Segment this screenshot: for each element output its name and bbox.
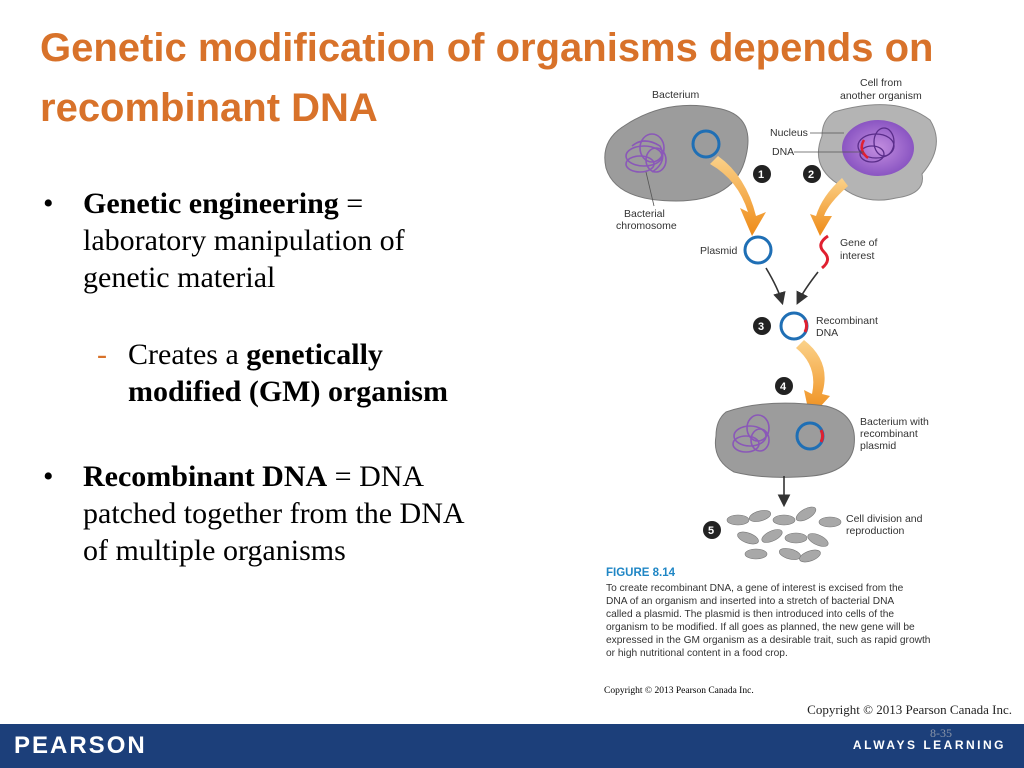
bullet-definition: = laboratory manipulation of genetic mat… — [83, 187, 405, 294]
step-1-badge — [753, 165, 771, 183]
label-bacterium: Bacterium — [652, 89, 700, 101]
always-learning-tagline: ALWAYS LEARNING — [852, 738, 1006, 752]
figure-recombinant-dna: Bacterium Cell from another organism Bac… — [596, 76, 1010, 702]
step-4-number: 4 — [780, 381, 787, 393]
label-nucleus: Nucleus — [770, 127, 808, 139]
plasmid — [743, 235, 773, 265]
label-bacterial: Bacterial — [624, 208, 665, 220]
caption-line-5: expressed in the GM organism as a desira… — [606, 635, 930, 646]
label-recombinant-dna: DNA — [816, 327, 838, 339]
step-4-badge — [775, 377, 793, 395]
label-chromosome: chromosome — [616, 220, 677, 232]
step-2-badge — [803, 165, 821, 183]
arrow-gene-to-recombinant — [796, 271, 819, 305]
label-bacterium-with: Bacterium with — [860, 416, 929, 428]
label-plasmid-2: plasmid — [860, 440, 896, 452]
label-recombinant: Recombinant — [816, 315, 878, 327]
label-gene-of: Gene of — [840, 237, 877, 249]
figure-caption-heading: FIGURE 8.14 — [606, 567, 676, 579]
slide-title: Genetic modification of organisms depend… — [40, 26, 934, 130]
transformed-bacterium — [714, 402, 855, 478]
slide-number: 8-35 — [930, 726, 952, 740]
caption-line-4: organism to be modified. If all goes as … — [606, 622, 915, 633]
gene-segment — [860, 139, 869, 159]
arrow-plasmid-to-recombinant — [765, 267, 786, 306]
step-5-number: 5 — [708, 525, 714, 537]
bacterium-cell — [604, 104, 749, 202]
step-1-number: 1 — [758, 169, 764, 181]
bullet-term: Recombinant DNA — [83, 460, 328, 493]
plasmid-in-bacterium — [691, 129, 721, 159]
bullet-dot: • — [43, 460, 54, 493]
label-cell-division: Cell division and — [846, 513, 923, 525]
arrow-step-1 — [710, 156, 766, 236]
caption-line-3: called a plasmid. The plasmid is then in… — [606, 609, 894, 620]
label-plasmid: Plasmid — [700, 245, 738, 257]
step-2-number: 2 — [808, 169, 814, 181]
dividing-bacteria — [726, 506, 842, 563]
caption-line-2: DNA of an organism and inserted into a s… — [606, 596, 894, 607]
bullet-definition: = DNA patched together from the DNA of m… — [83, 460, 463, 567]
bullet-genetic-engineering: • Genetic engineering = laboratory manip… — [40, 185, 480, 296]
bullet-recombinant-dna: • Recombinant DNA = DNA patched together… — [40, 458, 480, 569]
transformed-chromosome — [732, 414, 770, 453]
recombinant-gene-insert — [803, 319, 808, 333]
sub-bullet-gm-organism: - Creates a genetically modified (GM) or… — [40, 336, 480, 410]
label-interest: interest — [840, 250, 875, 262]
bullet-term: Genetic engineering — [83, 187, 339, 220]
copyright-notice: Copyright © 2013 Pearson Canada Inc. — [807, 702, 1012, 717]
caption-line-6: or high nutritional content in a food cr… — [606, 648, 788, 659]
pearson-logo: PEARSON — [14, 732, 147, 759]
arrow-step-2 — [810, 178, 848, 236]
caption-line-1: To create recombinant DNA, a gene of int… — [606, 583, 904, 594]
eukaryotic-dna — [857, 127, 895, 163]
label-recombinant-2: recombinant — [860, 428, 918, 440]
label-another-organism: another organism — [840, 90, 922, 102]
sub-bullet-prefix: Creates a — [128, 338, 247, 371]
figure-copyright: Copyright © 2013 Pearson Canada Inc. — [604, 685, 754, 696]
bacterial-chromosome — [625, 133, 667, 173]
step-3-number: 3 — [758, 321, 764, 333]
arrow-step-4 — [796, 340, 830, 418]
gene-of-interest — [819, 234, 829, 270]
label-cell-from: Cell from — [860, 77, 902, 89]
bullet-list: • Genetic engineering = laboratory manip… — [40, 185, 480, 569]
figure-diagram: Bacterium Cell from another organism Bac… — [604, 77, 937, 696]
footer-bar: PEARSON ALWAYS LEARNING — [0, 724, 1024, 768]
label-reproduction: reproduction — [846, 525, 905, 537]
sub-bullet-dash: - — [97, 338, 107, 371]
label-dna: DNA — [772, 146, 794, 158]
nucleus — [842, 120, 914, 176]
step-3-badge — [753, 317, 771, 335]
sub-bullet-bold: genetically modified (GM) organism — [128, 338, 448, 408]
bullet-dot: • — [43, 187, 54, 220]
recombinant-plasmid-insert — [819, 429, 824, 443]
step-5-badge — [703, 521, 721, 539]
recombinant-dna-ring — [779, 311, 809, 341]
